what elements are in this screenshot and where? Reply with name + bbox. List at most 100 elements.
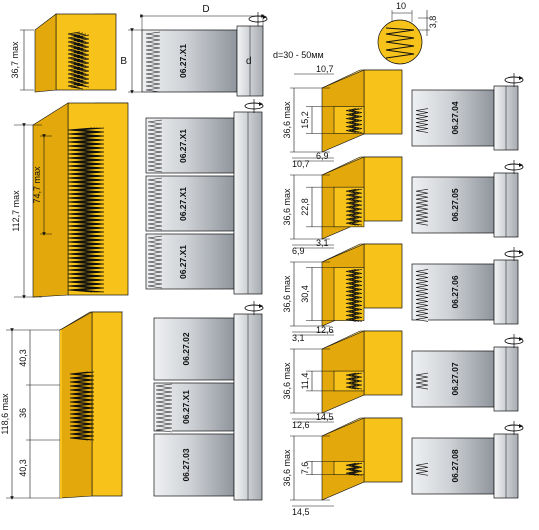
stack-code-3: 06.27.X1 [178, 245, 188, 279]
profile-bottom-dim: 6,9 [292, 246, 305, 256]
finger-line [70, 32, 84, 90]
profile-top-dim: 3,1 [316, 238, 329, 248]
profile-bottom-dim: 12,6 [292, 420, 310, 430]
finger-line [348, 372, 360, 390]
finger-line [345, 188, 357, 226]
finger-line [348, 108, 360, 133]
finger-line [348, 269, 360, 322]
finger-joint-pattern [69, 371, 95, 441]
finger-line [345, 462, 357, 476]
finger-joint-pattern [67, 31, 90, 90]
finger-line [351, 372, 363, 390]
profile-top-dim: 10,7 [316, 64, 334, 74]
cutter-teeth [415, 462, 429, 476]
profile-code: 06.27.05 [450, 188, 460, 221]
profile-bottom-dim: 3,1 [292, 333, 305, 343]
profile-row: 36,6 max 30,4 3,1 3,1 06.27.06 [282, 238, 524, 343]
profile-top-dim: 12,6 [316, 325, 334, 335]
cutter-teeth [415, 108, 429, 133]
arrow-head [519, 250, 523, 254]
arrow-head [519, 76, 523, 80]
profile-inner: 22,8 [300, 198, 310, 216]
profile-row: 36,6 max 7,6 14,5 14,5 06.27.08 [282, 412, 524, 517]
profile-top-dim: 6,9 [316, 151, 329, 161]
cutter-teeth [155, 383, 173, 433]
tooth-line [145, 31, 161, 93]
stack-inner-height: 74,7 max [32, 166, 42, 204]
cutter-teeth [415, 269, 429, 322]
arrow-head [519, 163, 523, 167]
profile-top-dim: 14,5 [316, 412, 334, 422]
finger-joint-pattern [67, 127, 105, 293]
finger-line [351, 188, 363, 226]
cutter-teeth [415, 372, 429, 390]
cutter-teeth [415, 188, 429, 226]
finger-line [75, 371, 95, 441]
profile-row: 36,6 max 22,8 6,9 6,9 06.27.05 [282, 151, 524, 256]
detail-width-label: 10 [396, 1, 406, 11]
profile-code: 06.27.06 [450, 275, 460, 308]
finger-line [351, 269, 363, 322]
profile-inner: 11,4 [300, 373, 310, 390]
profile-height: 36,6 max [282, 449, 292, 487]
profile-inner: 30,4 [300, 285, 310, 303]
profile-inner: 7,6 [300, 462, 310, 475]
finger-line [70, 127, 96, 293]
stack-dimensions: 112,7 max 74,7 max [11, 123, 52, 299]
finger-line [351, 462, 363, 476]
rotation-arrow-icon [248, 12, 268, 26]
combo-lower: 40,3 [18, 459, 28, 477]
rotation-arrow-icon [244, 99, 264, 113]
stack-code-2: 06.27.X1 [178, 187, 188, 221]
top-cutter-code: 06.27.X1 [178, 44, 188, 78]
rotation-arrow-icon [244, 301, 264, 315]
stack-total-height: 112,7 max [11, 190, 21, 232]
finger-line [345, 269, 357, 322]
top-cutter: 06.27.X1 [141, 25, 264, 97]
finger-line [76, 34, 90, 88]
stack-cutter: 06.27.X1 06.27.X1 06.27.X1 [145, 111, 263, 295]
wood-face [363, 69, 403, 135]
bore-label: d [246, 56, 252, 67]
profile-height: 36,6 max [282, 188, 292, 226]
wood-side [321, 417, 365, 501]
combo-dimensions: 118,6 max 40,3 36 40,3 [0, 328, 60, 500]
profile-height: 36,6 max [282, 362, 292, 400]
combo-upper: 40,3 [18, 349, 28, 367]
rotation-arrow-icon [504, 421, 524, 435]
wood-face [363, 417, 403, 483]
rotation-arrow-icon [504, 334, 524, 348]
profile-height: 36,6 max [282, 101, 292, 139]
tooth-line [147, 119, 163, 173]
finger-line [351, 108, 363, 133]
finger-line [69, 371, 89, 441]
top-height-dimension: 36,7 max [10, 29, 34, 91]
tooth-line [155, 383, 173, 433]
combo-code-3: 06.27.03 [181, 448, 191, 481]
profile-height: 36,6 max [282, 275, 292, 313]
combo-middle: 36 [18, 408, 28, 418]
profile-code: 06.27.08 [450, 449, 460, 482]
rotation-arrow-icon [504, 247, 524, 261]
profile-bottom-dim: 14,5 [292, 507, 310, 517]
stack-wood-block [32, 102, 129, 298]
rotation-arrow-icon [504, 73, 524, 87]
finger-line [67, 31, 81, 89]
finger-line [348, 462, 360, 476]
tooth-detail-circle: 10 3,8 [377, 1, 438, 65]
tooth-line [415, 188, 429, 226]
tooth-line [415, 269, 429, 322]
profile-bottom-dim: 10,7 [292, 159, 310, 169]
top-wood-block [34, 13, 117, 93]
finger-line [79, 127, 105, 293]
combo-total-height: 118,6 max [0, 393, 10, 435]
wood-face [363, 330, 403, 396]
combo-cutter: 06.27.02 06.27.X1 06.27.03 [153, 313, 263, 501]
top-height-label: 36,7 max [10, 41, 20, 79]
finger-line [73, 127, 99, 293]
